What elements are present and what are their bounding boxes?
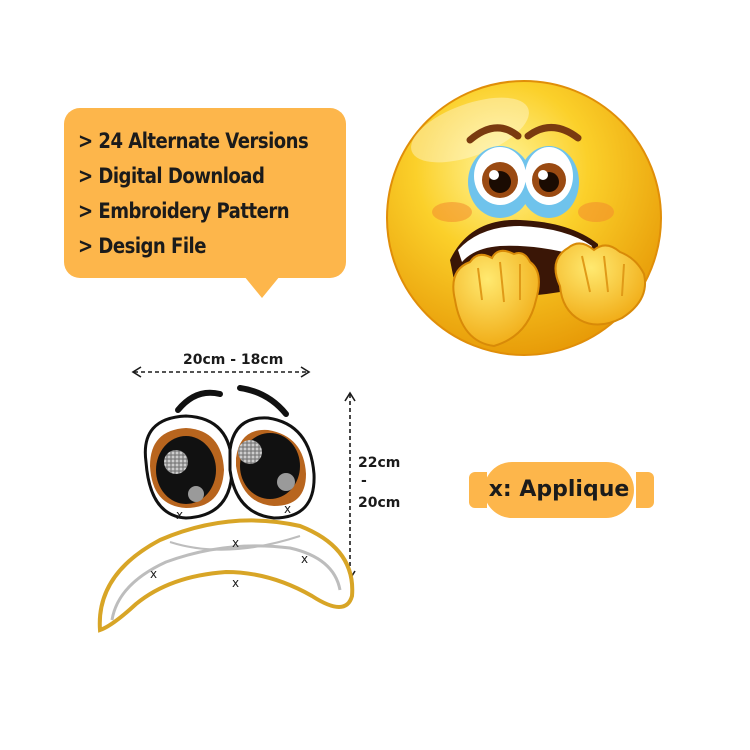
scared-emoji-icon <box>386 80 662 356</box>
features-callout <box>64 108 346 278</box>
applique-marker: x <box>232 536 240 550</box>
height-dimension-sep: - <box>361 473 367 489</box>
applique-marker: x <box>284 502 292 516</box>
width-dimension-label: 20cm - 18cm <box>183 352 284 368</box>
applique-marker: x <box>176 508 184 522</box>
applique-marker: x <box>232 576 240 590</box>
feature-item: > 24 Alternate Versions <box>78 129 309 153</box>
applique-marker: x <box>301 552 309 566</box>
feature-item: > Embroidery Pattern <box>78 199 290 223</box>
callout-tail <box>244 276 280 298</box>
height-dimension-top: 22cm <box>358 455 401 471</box>
feature-item: > Design File <box>78 234 206 258</box>
applique-marker: x <box>150 567 158 581</box>
feature-item: > Digital Download <box>78 164 265 188</box>
legend-label: x: Applique <box>488 477 630 502</box>
embroidery-face-pattern <box>97 385 355 633</box>
legend-notch-right <box>636 472 654 508</box>
legend-notch-left <box>469 472 487 508</box>
feature-list: > 24 Alternate Versions > Digital Downlo… <box>78 124 346 264</box>
applique-legend-badge: x: Applique <box>484 462 634 518</box>
height-dimension-bottom: 20cm <box>358 495 401 511</box>
